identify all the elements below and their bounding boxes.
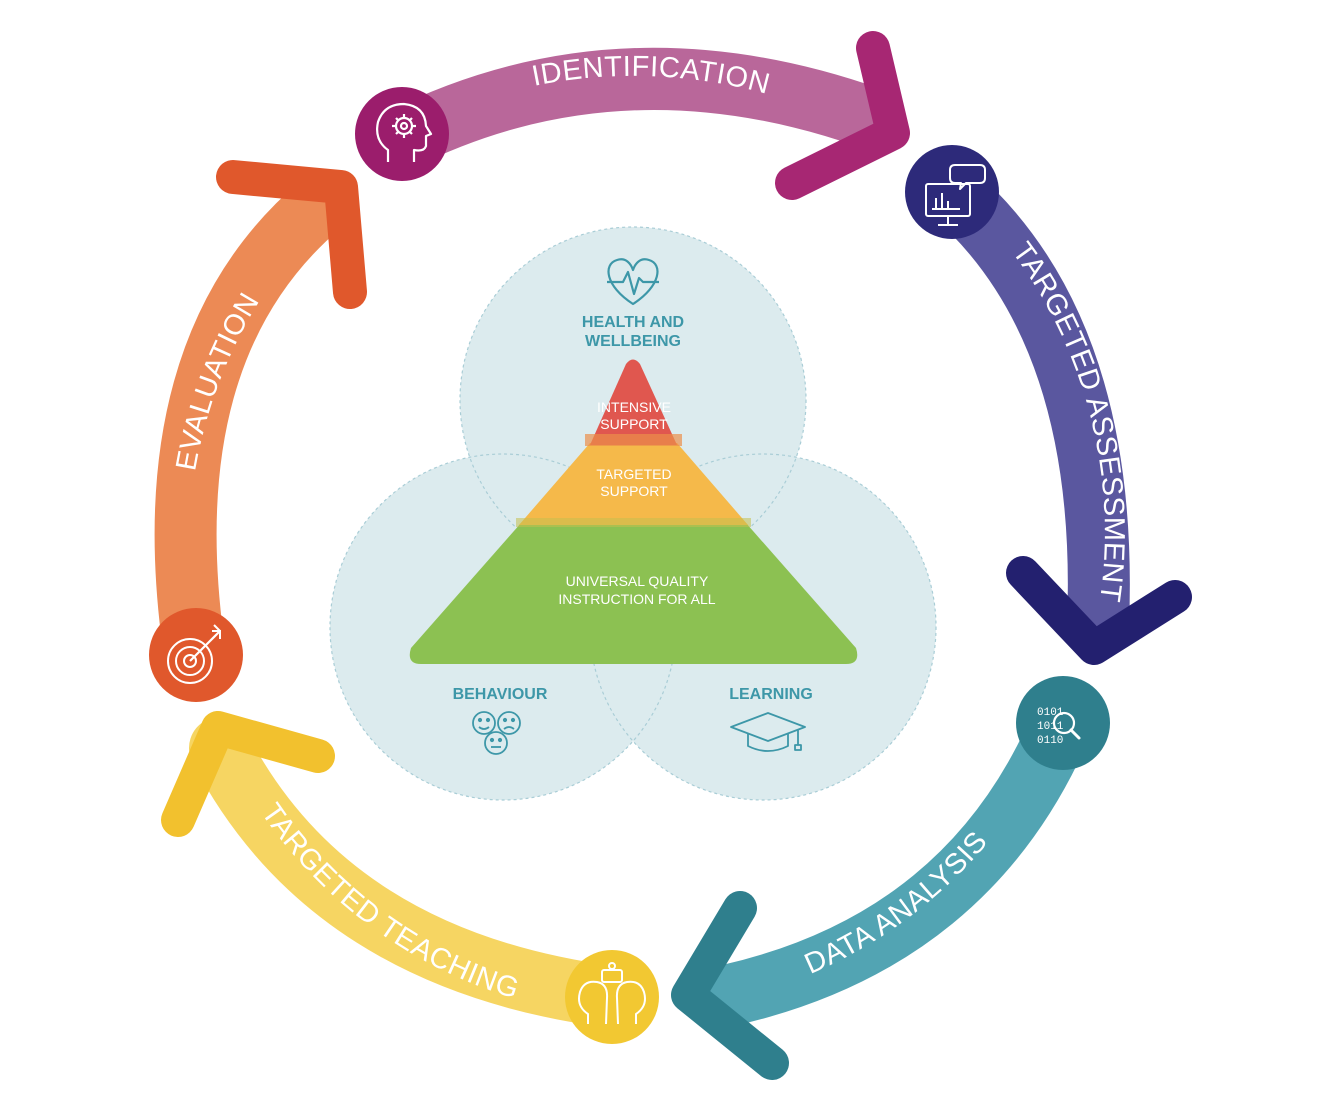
- support-pyramid: INTENSIVE SUPPORT TARGETED SUPPORT UNIVE…: [409, 359, 858, 664]
- intensive-support-label-line2: SUPPORT: [600, 416, 668, 432]
- targeted-assessment-arc: [921, 161, 1130, 656]
- two-heads-puzzle-icon: [565, 950, 659, 1044]
- binary-search-icon: 0101 1011 0110: [1016, 676, 1110, 770]
- faces-icon: [472, 711, 521, 755]
- targeted-support-label-line1: TARGETED: [596, 466, 671, 482]
- health-wellbeing-label-line1: HEALTH AND: [582, 314, 684, 331]
- health-wellbeing-label-line2: WELLBEING: [585, 333, 681, 350]
- cycle-arrows: [154, 47, 1130, 1028]
- universal-quality-label-line2: INSTRUCTION FOR ALL: [558, 591, 715, 607]
- monitor-chart-icon: [905, 145, 999, 239]
- intensive-support-label-line1: INTENSIVE: [597, 399, 671, 415]
- svg-text:0110: 0110: [1037, 735, 1063, 747]
- evaluation-arrowhead: [216, 160, 367, 309]
- pyramid-tier-intensive: [590, 359, 677, 445]
- pyramid-tier-universal: [409, 523, 858, 664]
- data-analysis-arc: [699, 692, 1093, 1026]
- cycle-arrowheads: [161, 31, 1192, 1080]
- targeted-teaching-arc: [189, 717, 643, 1028]
- targeted-teaching-arrowhead: [161, 711, 335, 837]
- universal-quality-label-line1: UNIVERSAL QUALITY: [566, 573, 709, 589]
- targeted-support-label-line2: SUPPORT: [600, 483, 668, 499]
- graduation-cap-icon: [730, 712, 806, 752]
- head-gear-icon: [355, 87, 449, 181]
- target-arrow-icon: [149, 608, 243, 702]
- behaviour-label: BEHAVIOUR: [453, 686, 548, 703]
- targeted-assessment-arrowhead: [1006, 556, 1192, 665]
- heart-pulse-icon: [607, 258, 659, 306]
- learning-label: LEARNING: [729, 686, 813, 703]
- evaluation-arc: [154, 174, 351, 686]
- identification-arc: [369, 47, 901, 171]
- data-analysis-arrowhead: [671, 891, 789, 1080]
- identification-arrowhead: [775, 31, 910, 200]
- pyramid-tier-targeted: [519, 443, 748, 525]
